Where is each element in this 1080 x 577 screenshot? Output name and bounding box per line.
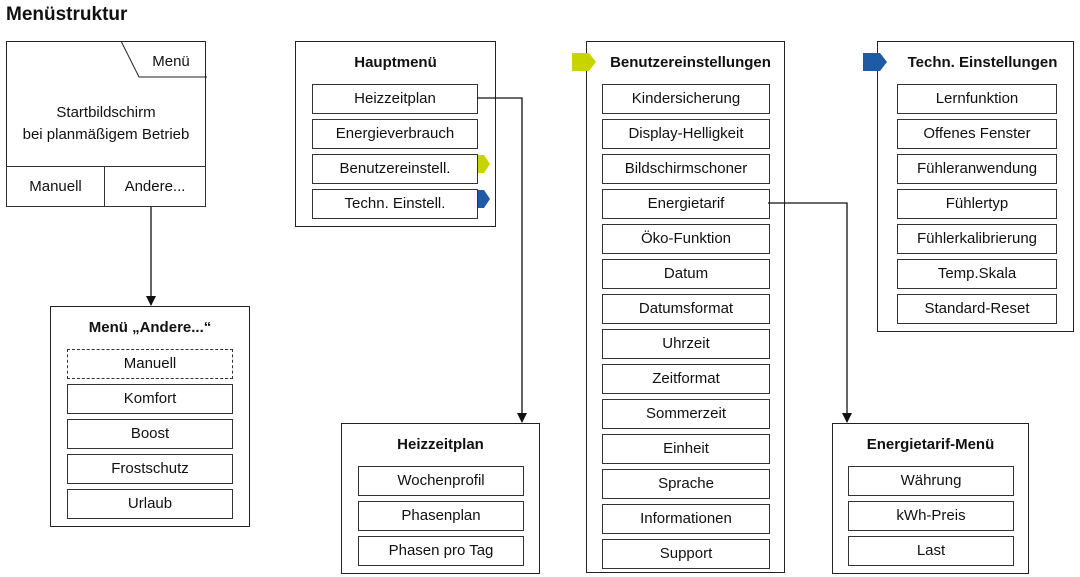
tariff-menu-item-kwh-price[interactable]: kWh-Preis bbox=[848, 501, 1014, 531]
heating-schedule-title: Heizzeitplan bbox=[397, 436, 484, 453]
tech-settings-item-learning[interactable]: Lernfunktion bbox=[897, 84, 1057, 114]
tech-settings-item-sensor-calibration[interactable]: Fühlerkalibrierung bbox=[897, 224, 1057, 254]
tech-settings-item-open-window[interactable]: Offenes Fenster bbox=[897, 119, 1057, 149]
heating-schedule-item-phase-plan[interactable]: Phasenplan bbox=[358, 501, 524, 531]
main-menu-panel: Hauptmenü Heizzeitplan Energieverbrauch … bbox=[295, 41, 496, 227]
user-settings-item-language[interactable]: Sprache bbox=[602, 469, 770, 499]
user-settings-item-date[interactable]: Datum bbox=[602, 259, 770, 289]
other-menu-item-frost[interactable]: Frostschutz bbox=[67, 454, 233, 484]
tariff-menu-item-currency[interactable]: Währung bbox=[848, 466, 1014, 496]
user-settings-title: Benutzereinstellungen bbox=[610, 54, 771, 71]
tech-settings-item-factory-reset[interactable]: Standard-Reset bbox=[897, 294, 1057, 324]
other-button[interactable]: Andere... bbox=[104, 166, 206, 207]
menu-tab-label[interactable]: Menü bbox=[152, 53, 190, 70]
manual-button[interactable]: Manuell bbox=[6, 166, 105, 207]
user-settings-item-energy-tariff[interactable]: Energietarif bbox=[602, 189, 770, 219]
user-settings-panel: Benutzereinstellungen Kindersicherung Di… bbox=[586, 41, 785, 573]
user-settings-item-information[interactable]: Informationen bbox=[602, 504, 770, 534]
start-screen-text-line2: bei planmäßigem Betrieb bbox=[22, 126, 190, 143]
user-settings-item-support[interactable]: Support bbox=[602, 539, 770, 569]
start-screen-panel: Menü Startbildschirm bei planmäßigem Bet… bbox=[6, 41, 207, 207]
tariff-menu-panel: Energietarif-Menü Währung kWh-Preis Last bbox=[832, 423, 1029, 574]
other-menu-title: Menü „Andere...“ bbox=[88, 319, 212, 336]
tech-settings-item-sensor-application[interactable]: Fühleranwendung bbox=[897, 154, 1057, 184]
heating-schedule-item-phases-per-day[interactable]: Phasen pro Tag bbox=[358, 536, 524, 566]
main-menu-item-energy-consumption[interactable]: Energieverbrauch bbox=[312, 119, 478, 149]
user-settings-item-time[interactable]: Uhrzeit bbox=[602, 329, 770, 359]
other-menu-panel: Menü „Andere...“ Manuell Komfort Boost F… bbox=[50, 306, 250, 527]
user-settings-item-child-lock[interactable]: Kindersicherung bbox=[602, 84, 770, 114]
start-screen-text-line1: Startbildschirm bbox=[56, 104, 156, 121]
user-settings-item-display-brightness[interactable]: Display-Helligkeit bbox=[602, 119, 770, 149]
heating-schedule-panel: Heizzeitplan Wochenprofil Phasenplan Pha… bbox=[341, 423, 540, 574]
tariff-menu-item-load[interactable]: Last bbox=[848, 536, 1014, 566]
main-menu-item-user-settings[interactable]: Benutzereinstell. bbox=[312, 154, 478, 184]
user-settings-item-eco-function[interactable]: Öko-Funktion bbox=[602, 224, 770, 254]
user-settings-item-summer-time[interactable]: Sommerzeit bbox=[602, 399, 770, 429]
other-menu-item-comfort[interactable]: Komfort bbox=[67, 384, 233, 414]
other-menu-item-holiday[interactable]: Urlaub bbox=[67, 489, 233, 519]
main-menu-item-heating-schedule[interactable]: Heizzeitplan bbox=[312, 84, 478, 114]
other-menu-item-manual[interactable]: Manuell bbox=[67, 349, 233, 379]
other-menu-item-boost[interactable]: Boost bbox=[67, 419, 233, 449]
tech-settings-panel: Techn. Einstellungen Lernfunktion Offene… bbox=[877, 41, 1074, 332]
menu-tab-frame bbox=[120, 41, 207, 78]
user-settings-item-unit[interactable]: Einheit bbox=[602, 434, 770, 464]
tech-settings-item-temp-scale[interactable]: Temp.Skala bbox=[897, 259, 1057, 289]
main-menu-title: Hauptmenü bbox=[354, 54, 437, 71]
tech-settings-title: Techn. Einstellungen bbox=[907, 54, 1058, 71]
page-title: Menüstruktur bbox=[6, 4, 128, 25]
user-settings-item-screensaver[interactable]: Bildschirmschoner bbox=[602, 154, 770, 184]
user-settings-item-time-format[interactable]: Zeitformat bbox=[602, 364, 770, 394]
main-menu-item-tech-settings[interactable]: Techn. Einstell. bbox=[312, 189, 478, 219]
tech-settings-item-sensor-type[interactable]: Fühlertyp bbox=[897, 189, 1057, 219]
tariff-menu-title: Energietarif-Menü bbox=[866, 436, 995, 453]
user-settings-item-date-format[interactable]: Datumsformat bbox=[602, 294, 770, 324]
heating-schedule-item-week-profile[interactable]: Wochenprofil bbox=[358, 466, 524, 496]
